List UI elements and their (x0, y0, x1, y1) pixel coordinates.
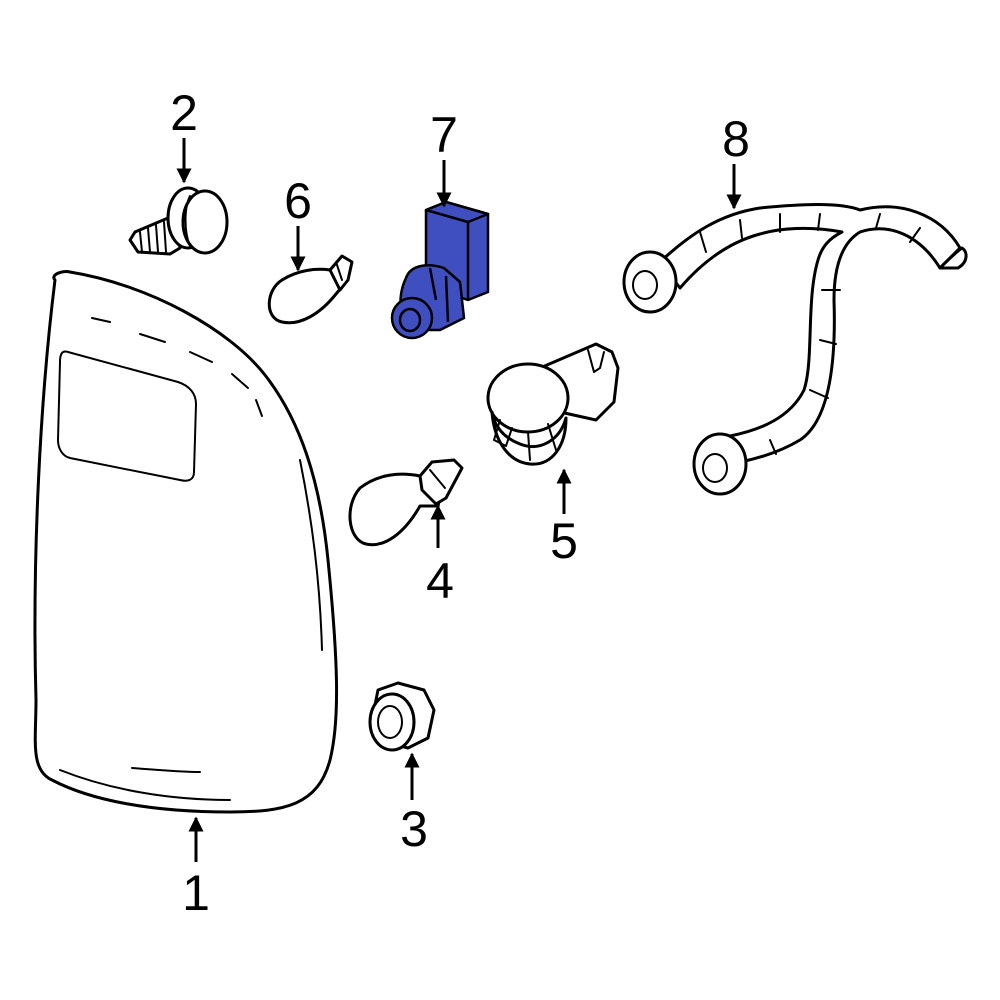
part-5-socket[interactable] (486, 342, 620, 466)
part-6-bulb[interactable] (267, 254, 354, 325)
callout-label-7: 7 (430, 107, 458, 163)
callout-arrows (176, 138, 742, 862)
callout-label-2: 2 (170, 85, 198, 141)
callout-label-4: 4 (426, 553, 454, 609)
callout-label-5: 5 (550, 513, 578, 569)
callout-label-1: 1 (182, 865, 210, 921)
callout-label-3: 3 (400, 801, 428, 857)
part-4-bulb[interactable] (348, 458, 464, 547)
part-3-nut[interactable] (368, 681, 436, 752)
part-7-socket-highlighted[interactable] (390, 200, 490, 340)
part-2-screw[interactable] (128, 186, 229, 256)
part-1-lamp-assembly[interactable] (33, 270, 339, 814)
callout-label-6: 6 (284, 173, 312, 229)
callout-labels: 1 2 3 4 5 6 7 8 (170, 85, 750, 921)
part-8-wire-harness[interactable] (622, 203, 968, 496)
callout-label-8: 8 (722, 111, 750, 167)
